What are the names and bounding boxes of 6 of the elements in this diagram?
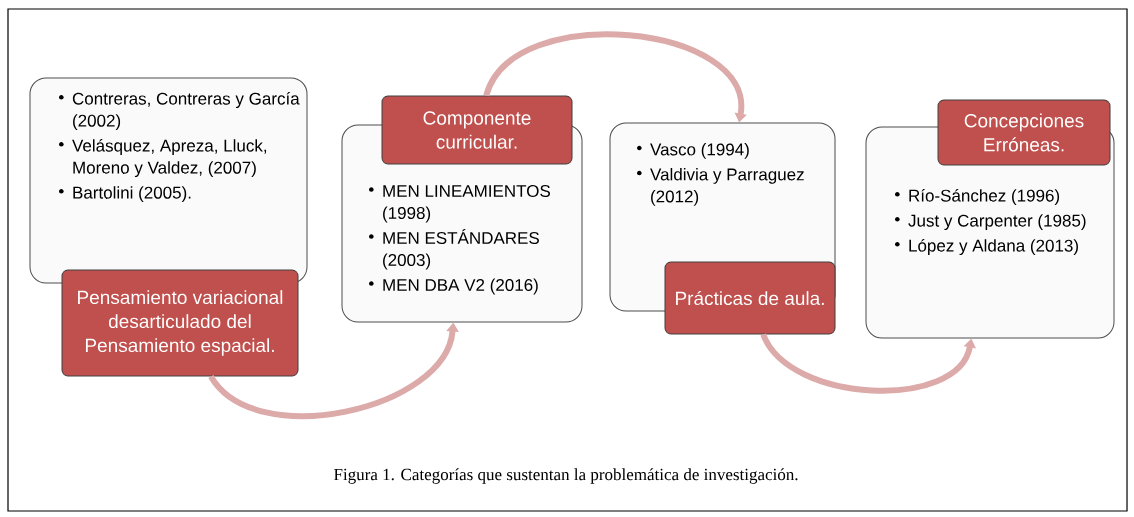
title-box: Componente curricular.	[381, 95, 573, 165]
title-box: Pensamiento variacional desarticulado del Pensamiento espacial.	[61, 269, 299, 377]
list-box: Contreras, Contreras y García (2002) Velásquez, Apreza, Lluck, Moreno y Valdez, (2007) Bartolini (2005).	[29, 77, 308, 284]
caption: Figura 1. Categorías que sustentan la problemática de investigación.	[334, 468, 798, 484]
title-box: Concepciones Erróneas.	[937, 99, 1111, 166]
title-box: Prácticas de aula.	[664, 261, 836, 335]
